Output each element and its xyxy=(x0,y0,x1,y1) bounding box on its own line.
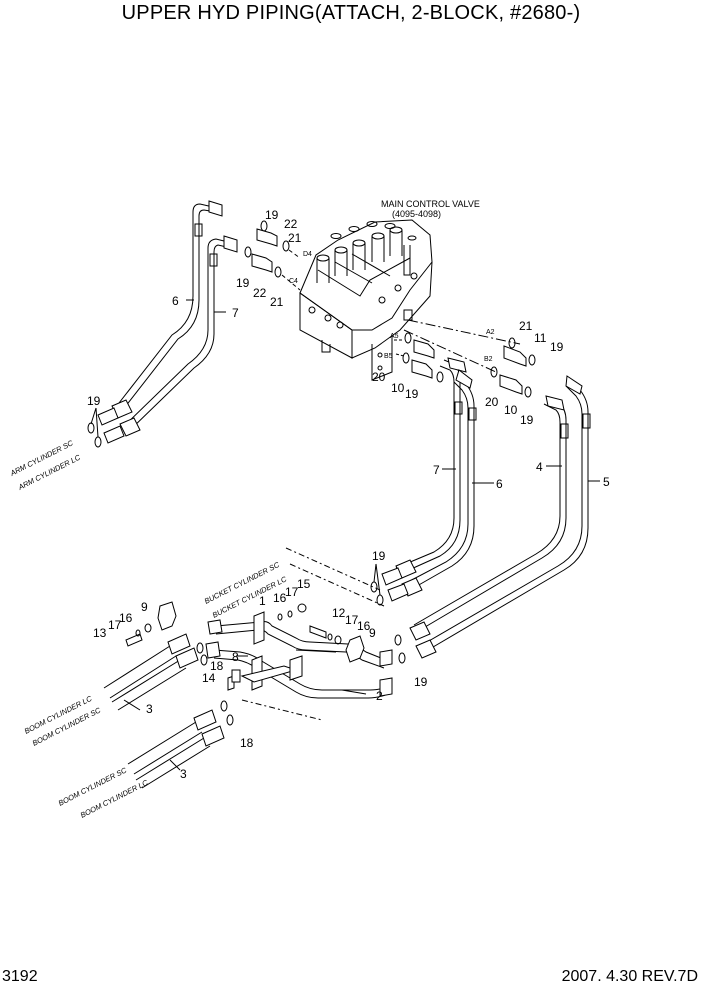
callout-14: 14 xyxy=(202,671,216,685)
hose-6-bucket xyxy=(403,369,477,591)
callout-20: 20 xyxy=(485,395,499,409)
callout-9: 9 xyxy=(369,626,376,640)
callout-6: 6 xyxy=(172,294,179,308)
callout-6: 6 xyxy=(496,477,503,491)
boom-pipe-assembly xyxy=(205,611,393,699)
callout-2: 2 xyxy=(376,689,383,703)
callout-18: 18 xyxy=(210,659,224,673)
clamp-9-right xyxy=(345,635,365,663)
callout-3: 3 xyxy=(180,767,187,781)
callout-21: 21 xyxy=(288,231,302,245)
port-b5-label: B5 xyxy=(384,353,393,360)
callout-4: 4 xyxy=(536,460,543,474)
callout-17: 17 xyxy=(108,618,122,632)
port-a5-label: A5 xyxy=(390,333,399,340)
hoses-3-lower xyxy=(127,700,234,789)
callout-7: 7 xyxy=(433,463,440,477)
bucket-hose-ends xyxy=(370,559,423,606)
port-a2-label: A2 xyxy=(486,329,495,336)
page-number: 3192 xyxy=(2,968,38,985)
clamp-9-left xyxy=(157,601,177,631)
hose-4 xyxy=(413,395,569,631)
port-d4-label: D4 xyxy=(303,251,312,258)
callout-21: 21 xyxy=(519,319,533,333)
callout-13: 13 xyxy=(93,626,107,640)
hose-6-arm xyxy=(97,200,223,426)
callout-22: 22 xyxy=(284,217,298,231)
callout-19: 19 xyxy=(520,413,534,427)
fittings-right xyxy=(394,319,536,398)
main-control-valve xyxy=(299,219,433,381)
hose-5 xyxy=(421,375,591,651)
o-rings-arm-ends xyxy=(87,407,102,448)
bolts-and-washers xyxy=(125,603,342,683)
callout-15: 15 xyxy=(297,577,311,591)
hose-4-5-ends xyxy=(394,621,437,664)
hose-7-bucket xyxy=(395,357,467,575)
hose-7-arm xyxy=(103,235,238,444)
callout-8: 8 xyxy=(232,650,239,664)
valve-range-label: (4095-4098) xyxy=(392,209,441,219)
callout-19: 19 xyxy=(372,549,386,563)
callout-11: 11 xyxy=(534,331,547,345)
callout-16: 16 xyxy=(357,619,371,633)
callout-19: 19 xyxy=(265,208,279,222)
callout-17: 17 xyxy=(345,613,359,627)
callout-19: 19 xyxy=(405,387,419,401)
callout-19: 19 xyxy=(414,675,428,689)
callout-19: 19 xyxy=(87,394,101,408)
callout-1: 1 xyxy=(259,594,266,608)
callout-16: 16 xyxy=(273,591,287,605)
callout-17: 17 xyxy=(285,585,299,599)
callout-7: 7 xyxy=(232,306,239,320)
callout-19: 19 xyxy=(236,276,250,290)
callout-3: 3 xyxy=(146,702,153,716)
callout-20: 20 xyxy=(372,370,386,384)
revision-date: 2007. 4.30 REV.7D xyxy=(561,968,698,985)
callout-10: 10 xyxy=(391,381,405,395)
callout-10: 10 xyxy=(504,403,518,417)
port-b2-label: B2 xyxy=(484,356,493,363)
callout-5: 5 xyxy=(603,475,610,489)
callout-12: 12 xyxy=(332,606,346,620)
port-c4-label: C4 xyxy=(289,278,298,285)
valve-name-label: MAIN CONTROL VALVE xyxy=(381,199,480,209)
callout-22: 22 xyxy=(253,286,267,300)
hoses-3-upper xyxy=(103,633,208,711)
callout-leaders xyxy=(123,299,600,771)
callout-18: 18 xyxy=(240,736,254,750)
callout-21: 21 xyxy=(270,295,284,309)
callout-19: 19 xyxy=(550,340,564,354)
fittings-upper-left xyxy=(244,220,301,291)
callout-9: 9 xyxy=(141,600,148,614)
page-title: UPPER HYD PIPING(ATTACH, 2-BLOCK, #2680-… xyxy=(121,2,581,24)
dashed-leaders xyxy=(241,547,385,721)
valve-spool-caps xyxy=(316,221,417,283)
callout-16: 16 xyxy=(119,611,133,625)
